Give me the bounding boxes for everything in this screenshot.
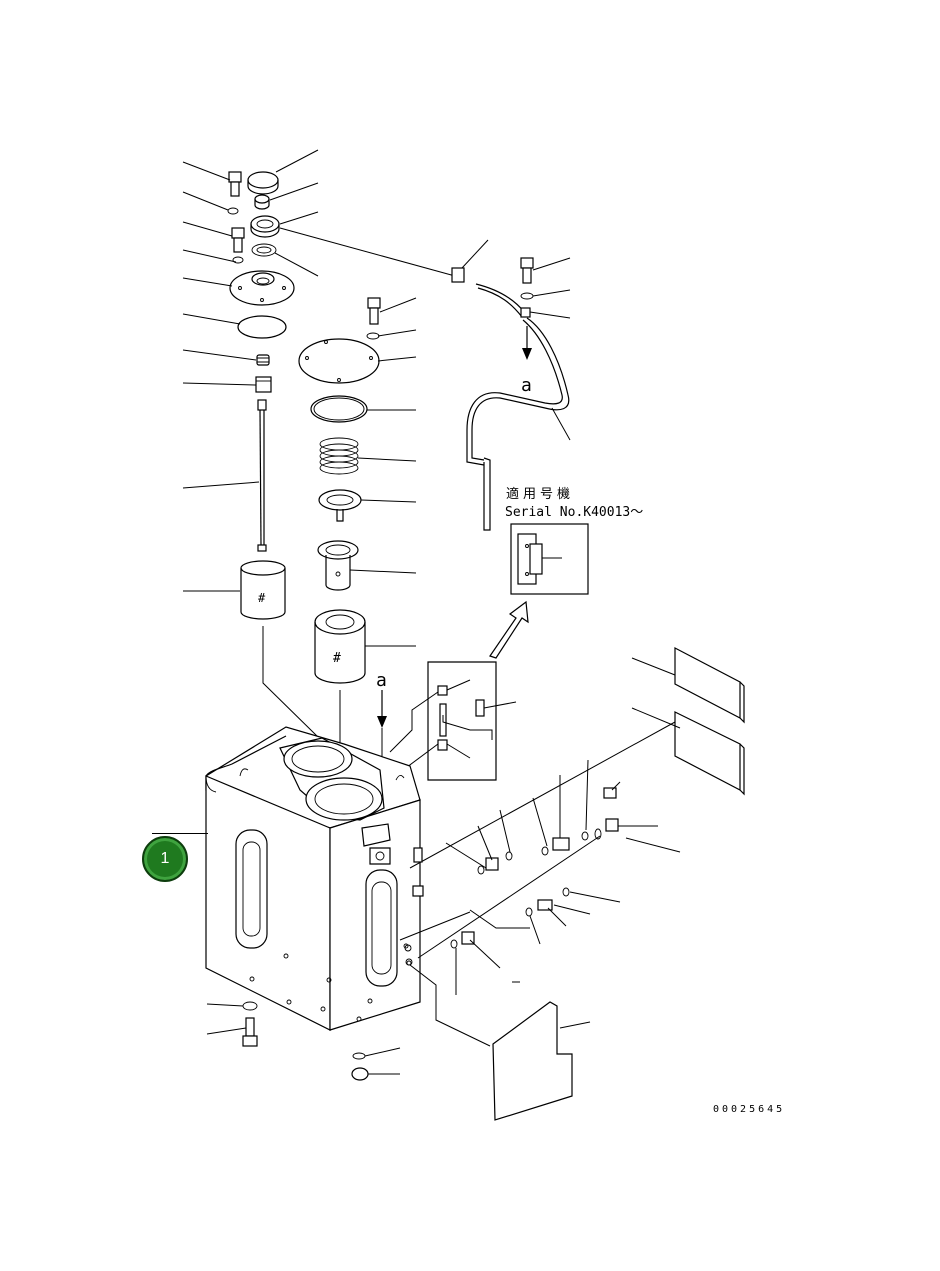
applicability-label: 適用号機 <box>506 486 574 502</box>
tank-mounting-hardware <box>206 1001 401 1081</box>
clamp-detail <box>389 661 517 781</box>
serial-number-label: Serial No.K40013〜 <box>505 505 643 520</box>
drawing-number: 00025645 <box>713 1104 785 1115</box>
hydraulic-tank <box>205 726 421 1031</box>
view-label-bottom: a <box>376 670 387 691</box>
breather-hose <box>451 239 571 531</box>
side-fittings <box>399 647 745 1121</box>
return-filter-assembly: # <box>262 297 417 780</box>
filler-cap-assembly: # <box>182 149 456 620</box>
callout-leader-line <box>152 833 208 834</box>
serial-detail <box>489 523 589 659</box>
svg-text:#: # <box>333 651 341 666</box>
diagram-labels: a a 適用号機 Serial No.K40013〜 00025645 <box>376 375 785 1115</box>
part-callout-1[interactable]: 1 <box>142 836 188 882</box>
part-callout-1-label: 1 <box>160 850 170 867</box>
svg-text:#: # <box>258 591 266 605</box>
view-label-top: a <box>521 375 532 396</box>
